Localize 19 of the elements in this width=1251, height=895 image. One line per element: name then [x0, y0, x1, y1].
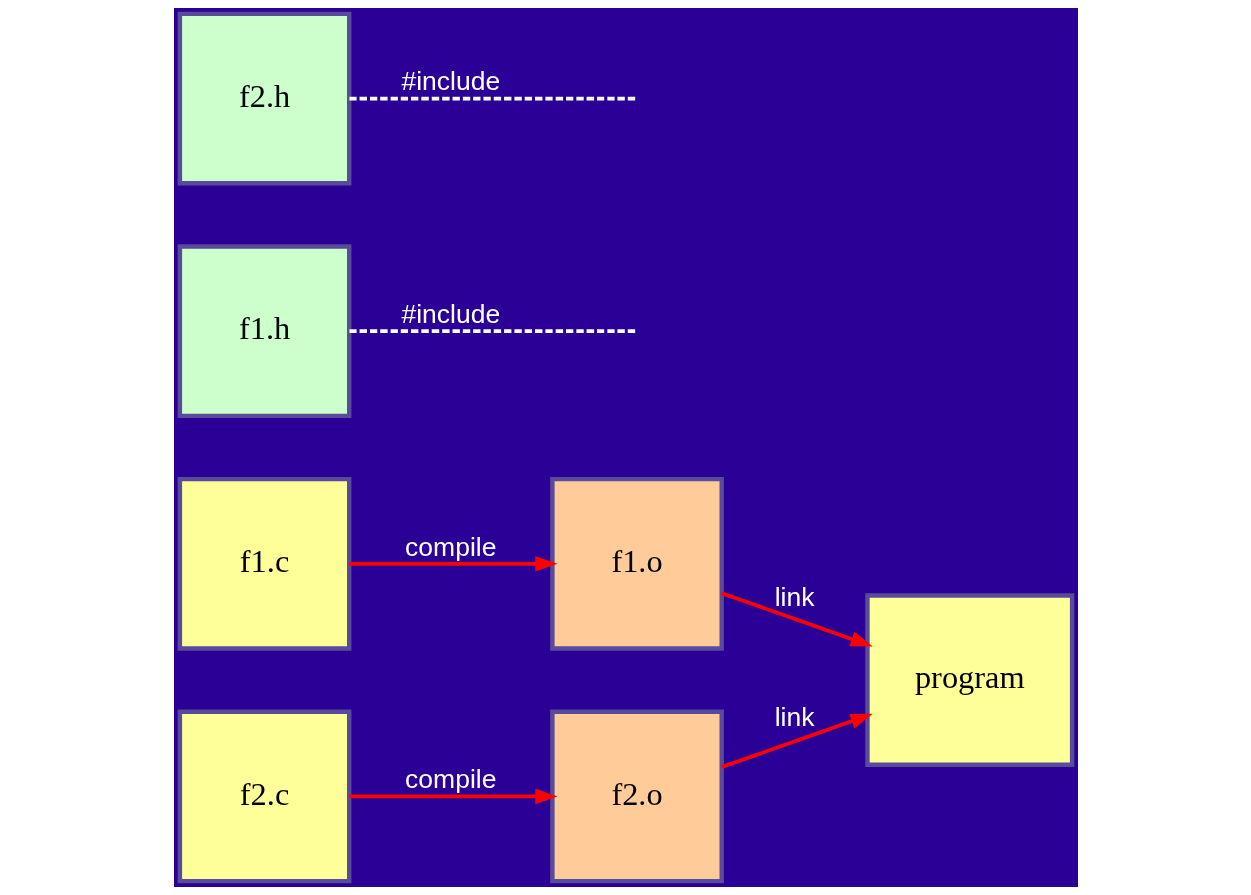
edge-label: compile [404, 764, 496, 795]
node-box: f2.o [549, 709, 724, 884]
connector [348, 96, 635, 101]
connector [348, 329, 635, 334]
edge-label: #include [400, 66, 500, 97]
edge-label: link [774, 702, 814, 733]
edge-label: link [774, 581, 814, 612]
node-box: f2.h [177, 11, 351, 186]
node-box: f2.c [177, 709, 351, 884]
arrow [348, 788, 557, 805]
edge-label: compile [404, 531, 496, 562]
node-box: f1.o [549, 476, 724, 651]
arrow [348, 556, 557, 572]
edge-label: #include [400, 298, 500, 329]
arrow [720, 713, 873, 769]
node-box: f1.h [177, 244, 351, 419]
node-box: f1.c [177, 476, 351, 651]
node-box: program [864, 593, 1074, 767]
arrow [720, 591, 873, 647]
